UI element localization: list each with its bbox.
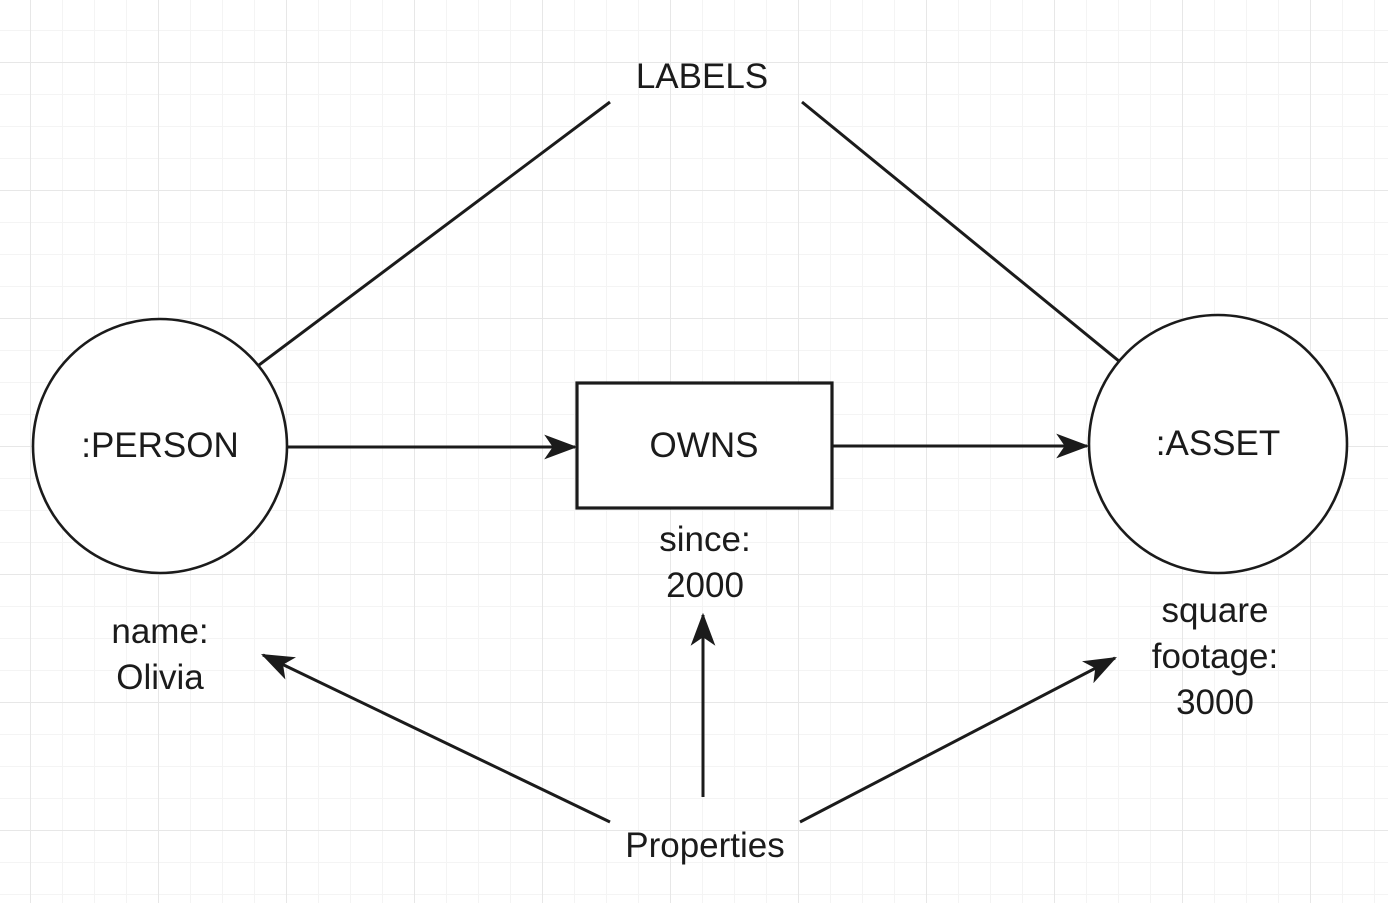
asset-property-value: 3000 [1176,683,1254,722]
arrow-properties-to-person-property [261,653,611,824]
asset-node-circle [1087,313,1349,575]
person-property-value: Olivia [116,658,204,697]
person-node-circle [31,317,289,575]
person-property-label: name: Olivia [111,609,208,701]
asset-property-label: square footage: 3000 [1152,588,1279,726]
relationship-property-value: 2000 [666,566,744,605]
arrow-properties-to-asset-property [799,656,1117,824]
relationship-property-label: since: 2000 [659,517,750,609]
owns-relationship-box [575,381,834,510]
person-node-label: :PERSON [81,426,239,465]
arrow-labels-to-asset [801,100,1182,413]
asset-property-key-line1: square [1161,591,1269,630]
relationship-property-key: since: [659,520,751,559]
asset-property-key-line2: footage: [1151,637,1279,676]
labels-annotation: LABELS [635,57,769,96]
properties-annotation: Properties [625,826,785,865]
arrow-labels-to-person [197,100,611,412]
person-property-key: name: [111,612,209,651]
asset-node-label: :ASSET [1155,424,1281,463]
owns-relationship-label: OWNS [649,426,759,465]
